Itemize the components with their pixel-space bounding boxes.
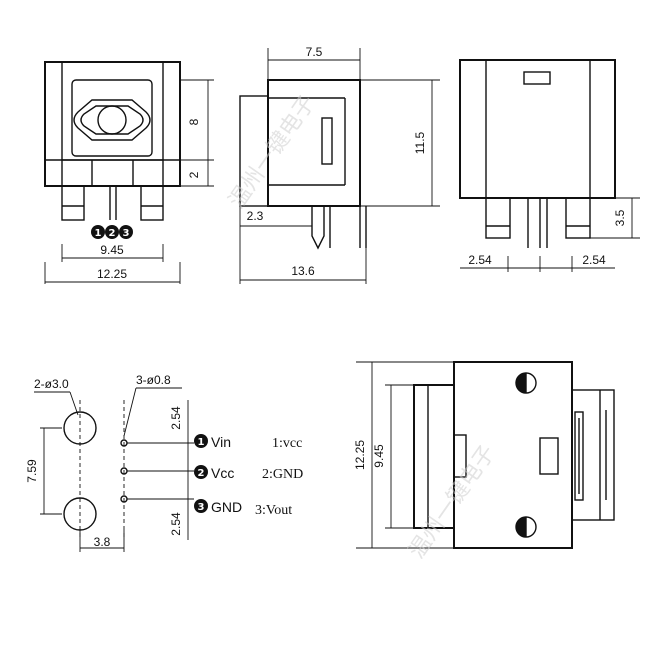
- pin1-badge: [91, 225, 105, 239]
- rear-dim-pitch-left: 2.54: [468, 253, 492, 267]
- front-dim-inner-width: 9.45: [100, 243, 124, 257]
- side-dim-top-width: 7.5: [306, 45, 323, 59]
- pinout-desc-2: 2:GND: [262, 467, 303, 482]
- front-leg-right: [140, 185, 164, 221]
- front-dim-height-top: 8: [187, 118, 201, 125]
- rear-slot: [523, 71, 551, 85]
- rear-dim-pitch-right: 2.54: [582, 253, 606, 267]
- pinout-num-3: 3: [198, 502, 205, 513]
- front-view: 1 2 3 9.45 12.25 8 2: [44, 61, 214, 284]
- pinout-legend: 1 Vin 1:vcc 2 Vcc 2:GND 3 GND 3:Vout: [194, 434, 303, 518]
- watermark-upper: 温州一键电子: [224, 91, 320, 213]
- pinout-name-2: Vcc: [211, 465, 234, 481]
- pcb-hole-large-label: 2-ø3.0: [34, 377, 69, 391]
- pinout-name-3: GND: [211, 499, 242, 515]
- pin3-number: 3: [123, 228, 130, 239]
- pin2-number: 2: [109, 228, 116, 239]
- top-dim-inner: 9.45: [372, 444, 386, 468]
- pin3-badge: [119, 225, 133, 239]
- top-dim-outer: 12.25: [353, 440, 367, 470]
- lens-circle: [97, 105, 127, 135]
- front-dim-outer-width: 12.25: [97, 267, 127, 281]
- pinout-badge-3: [194, 499, 208, 513]
- pcb-hole-small-label: 3-ø0.8: [136, 373, 171, 387]
- rear-body-outline: [459, 59, 616, 199]
- side-dim-pin-offset: 2.3: [247, 209, 264, 223]
- pin1-number: 1: [95, 228, 102, 239]
- pinout-num-2: 2: [198, 468, 205, 479]
- pcb-dim-pitch-top: 2.54: [169, 406, 183, 430]
- side-dim-total-length: 13.6: [291, 264, 315, 278]
- rear-dim-pin-length: 3.5: [613, 209, 627, 226]
- lens-frame: [73, 99, 151, 141]
- pinout-desc-3: 3:Vout: [255, 503, 292, 518]
- front-leg-left: [61, 185, 85, 221]
- pinout-num-1: 1: [198, 437, 205, 448]
- pinout-badge-2: [194, 465, 208, 479]
- pin2-badge: [105, 225, 119, 239]
- pinout-desc-1: 1:vcc: [272, 436, 302, 451]
- front-dim-height-lower: 2: [187, 171, 201, 178]
- side-dim-height: 11.5: [413, 131, 427, 154]
- pcb-dim-vertical-spacing: 7.59: [25, 459, 39, 483]
- pcb-dim-pitch-bottom: 2.54: [169, 512, 183, 536]
- pcb-layout: 2-ø3.0 3-ø0.8 7.59 2.54 2.54 3.8: [25, 373, 194, 552]
- side-view: 7.5 11.5 2.3 13.6: [239, 45, 440, 284]
- top-view: 12.25 9.45: [353, 361, 615, 549]
- pinout-badge-1: [194, 434, 208, 448]
- rear-view: 3.5 2.54 2.54: [459, 59, 640, 272]
- side-pin-bent: [311, 206, 325, 250]
- watermark-lower: 温州一键电子: [404, 441, 500, 563]
- pinout-name-1: Vin: [211, 434, 231, 450]
- pcb-dim-offset: 3.8: [94, 535, 111, 549]
